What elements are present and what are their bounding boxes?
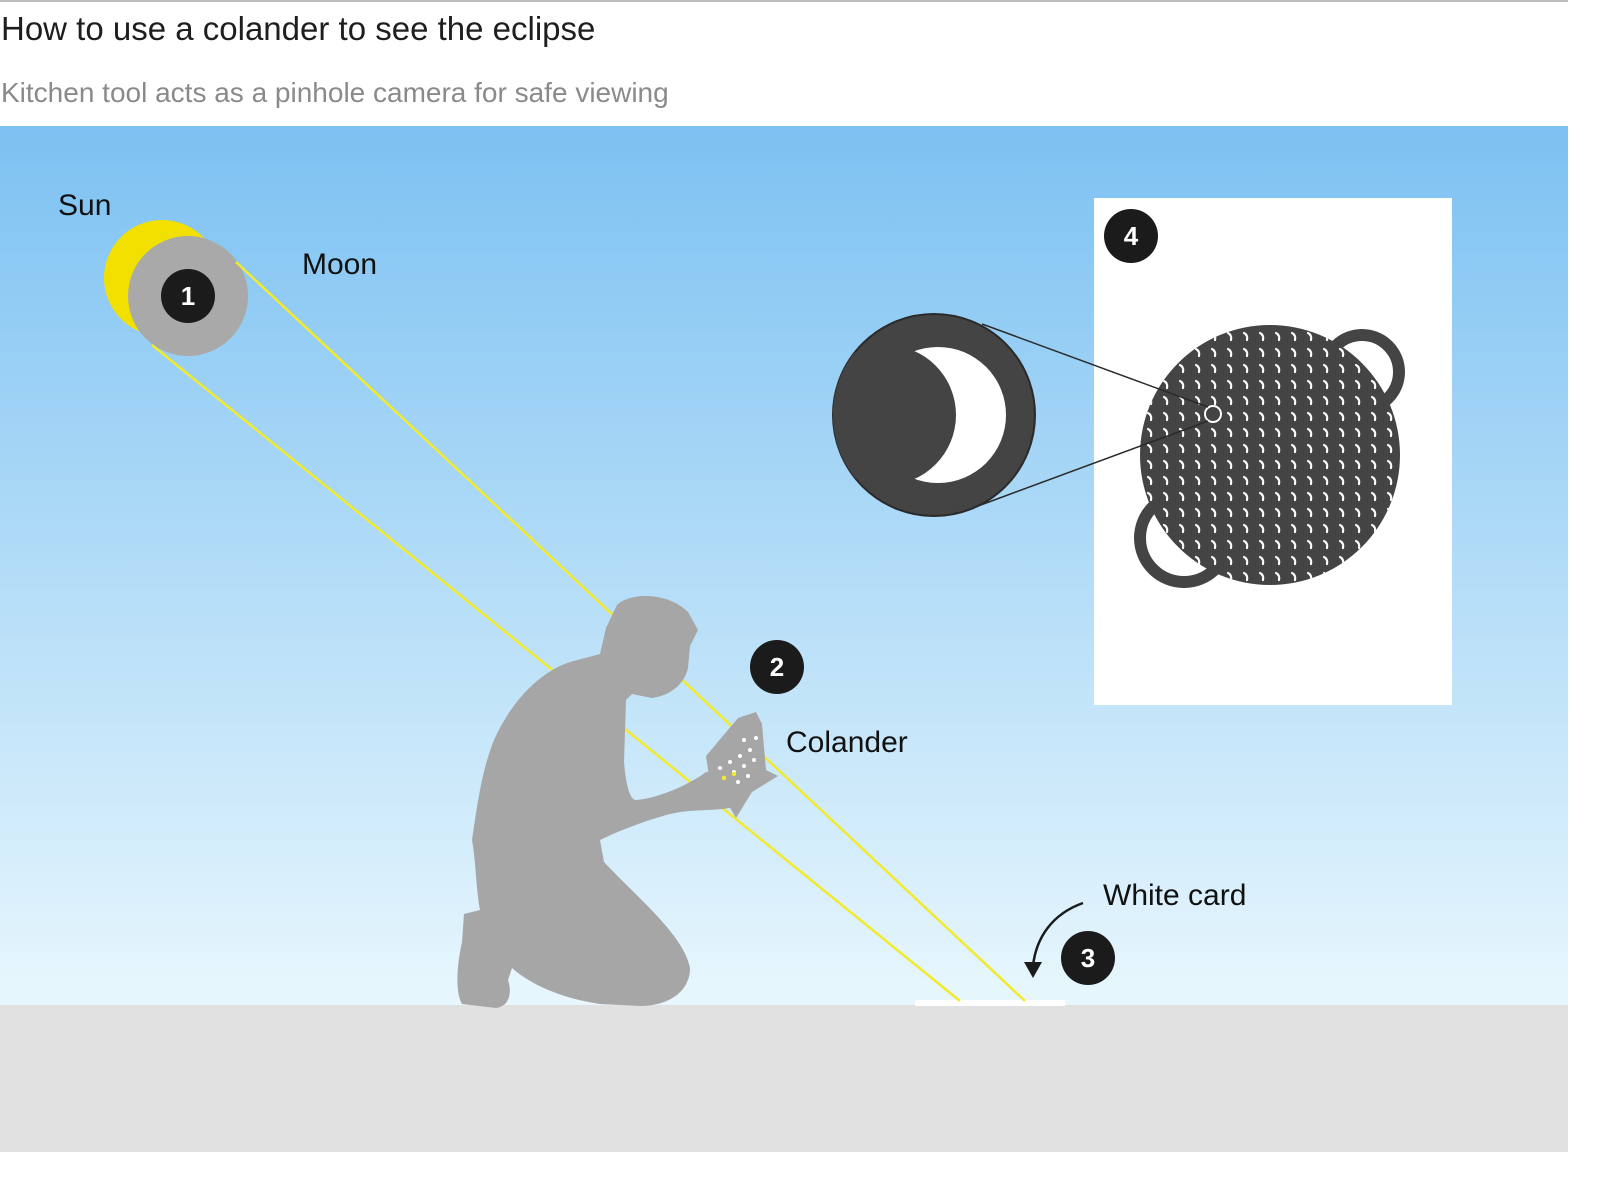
page-title: How to use a colander to see the eclipse xyxy=(1,10,596,47)
label-moon: Moon xyxy=(302,248,377,281)
eclipse-crescent-icon xyxy=(832,313,1036,517)
step-badge-1-number: 1 xyxy=(181,281,195,311)
page-subtitle: Kitchen tool acts as a pinhole camera fo… xyxy=(1,77,669,108)
colander-detail-icon xyxy=(1134,325,1405,588)
label-white-card: White card xyxy=(1103,879,1246,912)
label-sun: Sun xyxy=(58,189,111,222)
ground xyxy=(0,1005,1568,1152)
step-badge-2-number: 2 xyxy=(770,652,784,682)
step-badge-2: 2 xyxy=(750,640,804,694)
step-badge-1: 1 xyxy=(161,269,215,323)
colander-icon xyxy=(706,712,778,818)
person-silhouette-icon xyxy=(457,595,738,1008)
arrow-icon xyxy=(1024,901,1084,978)
top-rule xyxy=(0,0,1568,2)
step-badge-3-number: 3 xyxy=(1081,943,1095,973)
white-card-on-ground xyxy=(915,1000,1065,1006)
step-badge-4-number: 4 xyxy=(1124,221,1139,251)
zoom-lines xyxy=(977,323,1209,507)
step-badge-3: 3 xyxy=(1061,931,1115,985)
label-colander: Colander xyxy=(786,726,908,759)
diagram-scene: Sun Moon Colander White card 1 2 3 4 xyxy=(0,126,1568,1152)
step-badge-4: 4 xyxy=(1104,209,1158,263)
